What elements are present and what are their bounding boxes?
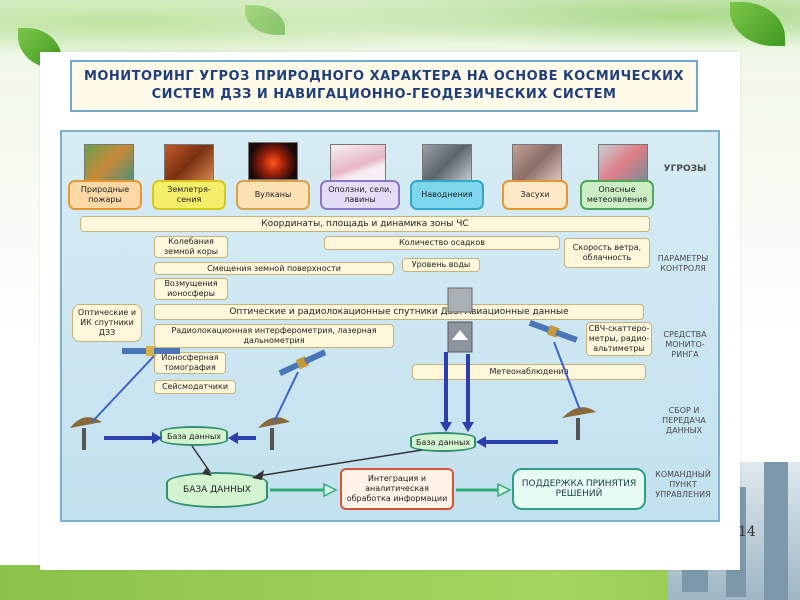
antenna-icon-center	[258, 417, 290, 450]
title-line-2: СИСТЕМ ДЗЗ И НАВИГАЦИОННО-ГЕОДЕЗИЧЕСКИХ …	[152, 86, 617, 104]
station-icon	[448, 288, 472, 312]
diagram-connectors	[62, 132, 718, 520]
antenna-icon-right	[562, 407, 596, 440]
antenna-icon-left	[70, 417, 102, 450]
slide-title: МОНИТОРИНГ УГРОЗ ПРИРОДНОГО ХАРАКТЕРА НА…	[70, 60, 698, 112]
monitoring-diagram: Природные пожары Землетря-сения Вулканы …	[60, 130, 720, 522]
aircraft-icon	[448, 322, 472, 352]
satellite-icon-left	[122, 346, 180, 356]
page-number: 14	[738, 524, 756, 540]
satellite-icon-right	[528, 318, 578, 344]
title-line-1: МОНИТОРИНГ УГРОЗ ПРИРОДНОГО ХАРАКТЕРА НА…	[84, 68, 684, 86]
satellite-icon-center	[278, 348, 328, 378]
